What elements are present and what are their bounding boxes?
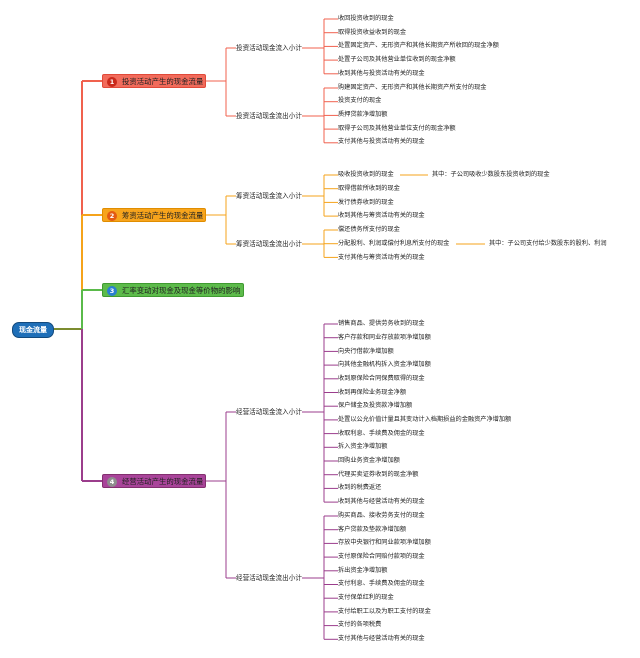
leaf-item[interactable]: 取得子公司及其他营业单位支付的现金净额: [338, 125, 456, 132]
leaf-item[interactable]: 客户贷款及垫款净增加额: [338, 526, 407, 533]
group-operating-inflow[interactable]: 经营活动现金流入小计: [236, 408, 302, 416]
group-investing-inflow[interactable]: 投资活动现金流入小计: [236, 44, 302, 52]
leaf-item[interactable]: 购买商品、接收劳务支付的现金: [338, 512, 425, 519]
note-item[interactable]: 其中：子公司吸收少数股东投资收到的现金: [432, 171, 550, 178]
leaf-item[interactable]: 存放中央银行和同业款项净增加额: [338, 539, 431, 546]
group-investing-outflow[interactable]: 投资活动现金流出小计: [236, 112, 302, 120]
leaf-item[interactable]: 处置以公允价值计量且其变动计入档期损益的金融资产净增加额: [338, 416, 512, 423]
branch-investing[interactable]: 1 投资活动产生的现金流量: [102, 74, 206, 88]
leaf-item[interactable]: 收到其他与投资活动有关的现金: [338, 70, 425, 77]
leaf-item[interactable]: 购建固定资产、无形资产和其他长期资产所支付的现金: [338, 84, 487, 91]
leaf-item[interactable]: 吸收投资收到的现金: [338, 171, 394, 178]
leaf-item[interactable]: 取得借款所收到的现金: [338, 185, 400, 192]
leaf-item[interactable]: 支付其他与投资活动有关的现金: [338, 138, 425, 145]
leaf-item[interactable]: 支付原保险合同赔付款项的现金: [338, 553, 425, 560]
leaf-item[interactable]: 保户储金及投资款净增加额: [338, 402, 413, 409]
leaf-item[interactable]: 支付其他与经营活动有关的现金: [338, 635, 425, 642]
leaf-item[interactable]: 分配股利、利润或偿付利息所支付的现金: [338, 240, 450, 247]
group-operating-outflow[interactable]: 经营活动现金流出小计: [236, 574, 302, 582]
leaf-item[interactable]: 收到再保险业务现金净额: [338, 389, 407, 396]
leaf-item[interactable]: 代理买卖证券收到的现金净额: [338, 471, 419, 478]
leaf-item[interactable]: 收到其他与经营活动有关的现金: [338, 498, 425, 505]
leaf-item[interactable]: 收到的税费返还: [338, 484, 382, 491]
leaf-item[interactable]: 偿还债务所支付的现金: [338, 226, 400, 233]
leaf-item[interactable]: 支付给职工以及为职工支付的现金: [338, 608, 431, 615]
badge-4: 4: [107, 477, 117, 487]
leaf-item[interactable]: 向央行借款净增加额: [338, 348, 394, 355]
root-node[interactable]: 现金流量: [12, 322, 54, 338]
leaf-item[interactable]: 投资支付的现金: [338, 97, 382, 104]
leaf-item[interactable]: 处置固定资产、无形资产和其他长期资产所收回的现金净额: [338, 42, 499, 49]
branch-investing-label: 投资活动产生的现金流量: [122, 77, 204, 86]
leaf-item[interactable]: 收取利息、手续费及佣金的现金: [338, 430, 425, 437]
branch-financing[interactable]: 2 筹资活动产生的现金流量: [102, 208, 206, 222]
leaf-item[interactable]: 处置子公司及其他营业单位收到的现金净额: [338, 56, 456, 63]
leaf-item[interactable]: 收到其他与筹资活动有关的现金: [338, 212, 425, 219]
leaf-item[interactable]: 收到原保险合同保费取得的现金: [338, 375, 425, 382]
group-financing-inflow[interactable]: 筹资活动现金流入小计: [236, 192, 302, 200]
branch-financing-label: 筹资活动产生的现金流量: [122, 211, 204, 220]
leaf-item[interactable]: 支付的各项税费: [338, 621, 382, 628]
leaf-item[interactable]: 回购业务资金净增加额: [338, 457, 400, 464]
branch-operating-label: 经营活动产生的现金流量: [122, 477, 204, 486]
note-item[interactable]: 其中：子公司支付给少数股东的股利、利润: [489, 240, 607, 247]
leaf-item[interactable]: 客户存款和同业存放款项净增加额: [338, 334, 431, 341]
leaf-item[interactable]: 销售商品、提供劳务收到的现金: [338, 320, 425, 327]
leaf-item[interactable]: 支付利息、手续费及佣金的现金: [338, 580, 425, 587]
leaf-item[interactable]: 支付其他与筹资活动有关的现金: [338, 254, 425, 261]
branch-exchange-rate-label: 汇率变动对现金及现金等价物的影响: [122, 286, 241, 295]
badge-2: 2: [107, 211, 117, 221]
badge-3: 3: [107, 286, 117, 296]
branch-operating[interactable]: 4 经营活动产生的现金流量: [102, 474, 206, 488]
leaf-item[interactable]: 支付保单红利的现金: [338, 594, 394, 601]
branch-exchange-rate[interactable]: 3 汇率变动对现金及现金等价物的影响: [102, 283, 244, 297]
badge-1: 1: [107, 77, 117, 87]
leaf-item[interactable]: 收回投资收到的现金: [338, 15, 394, 22]
leaf-item[interactable]: 向其他金融机构拆入资金净增加额: [338, 361, 431, 368]
leaf-item[interactable]: 拆出资金净增加额: [338, 567, 388, 574]
leaf-item[interactable]: 拆入资金净增加额: [338, 443, 388, 450]
leaf-item[interactable]: 取得投资收益收到的现金: [338, 29, 407, 36]
leaf-item[interactable]: 质押贷款净增加额: [338, 111, 388, 118]
group-financing-outflow[interactable]: 筹资活动现金流出小计: [236, 240, 302, 248]
leaf-item[interactable]: 发行债券收到的现金: [338, 199, 394, 206]
